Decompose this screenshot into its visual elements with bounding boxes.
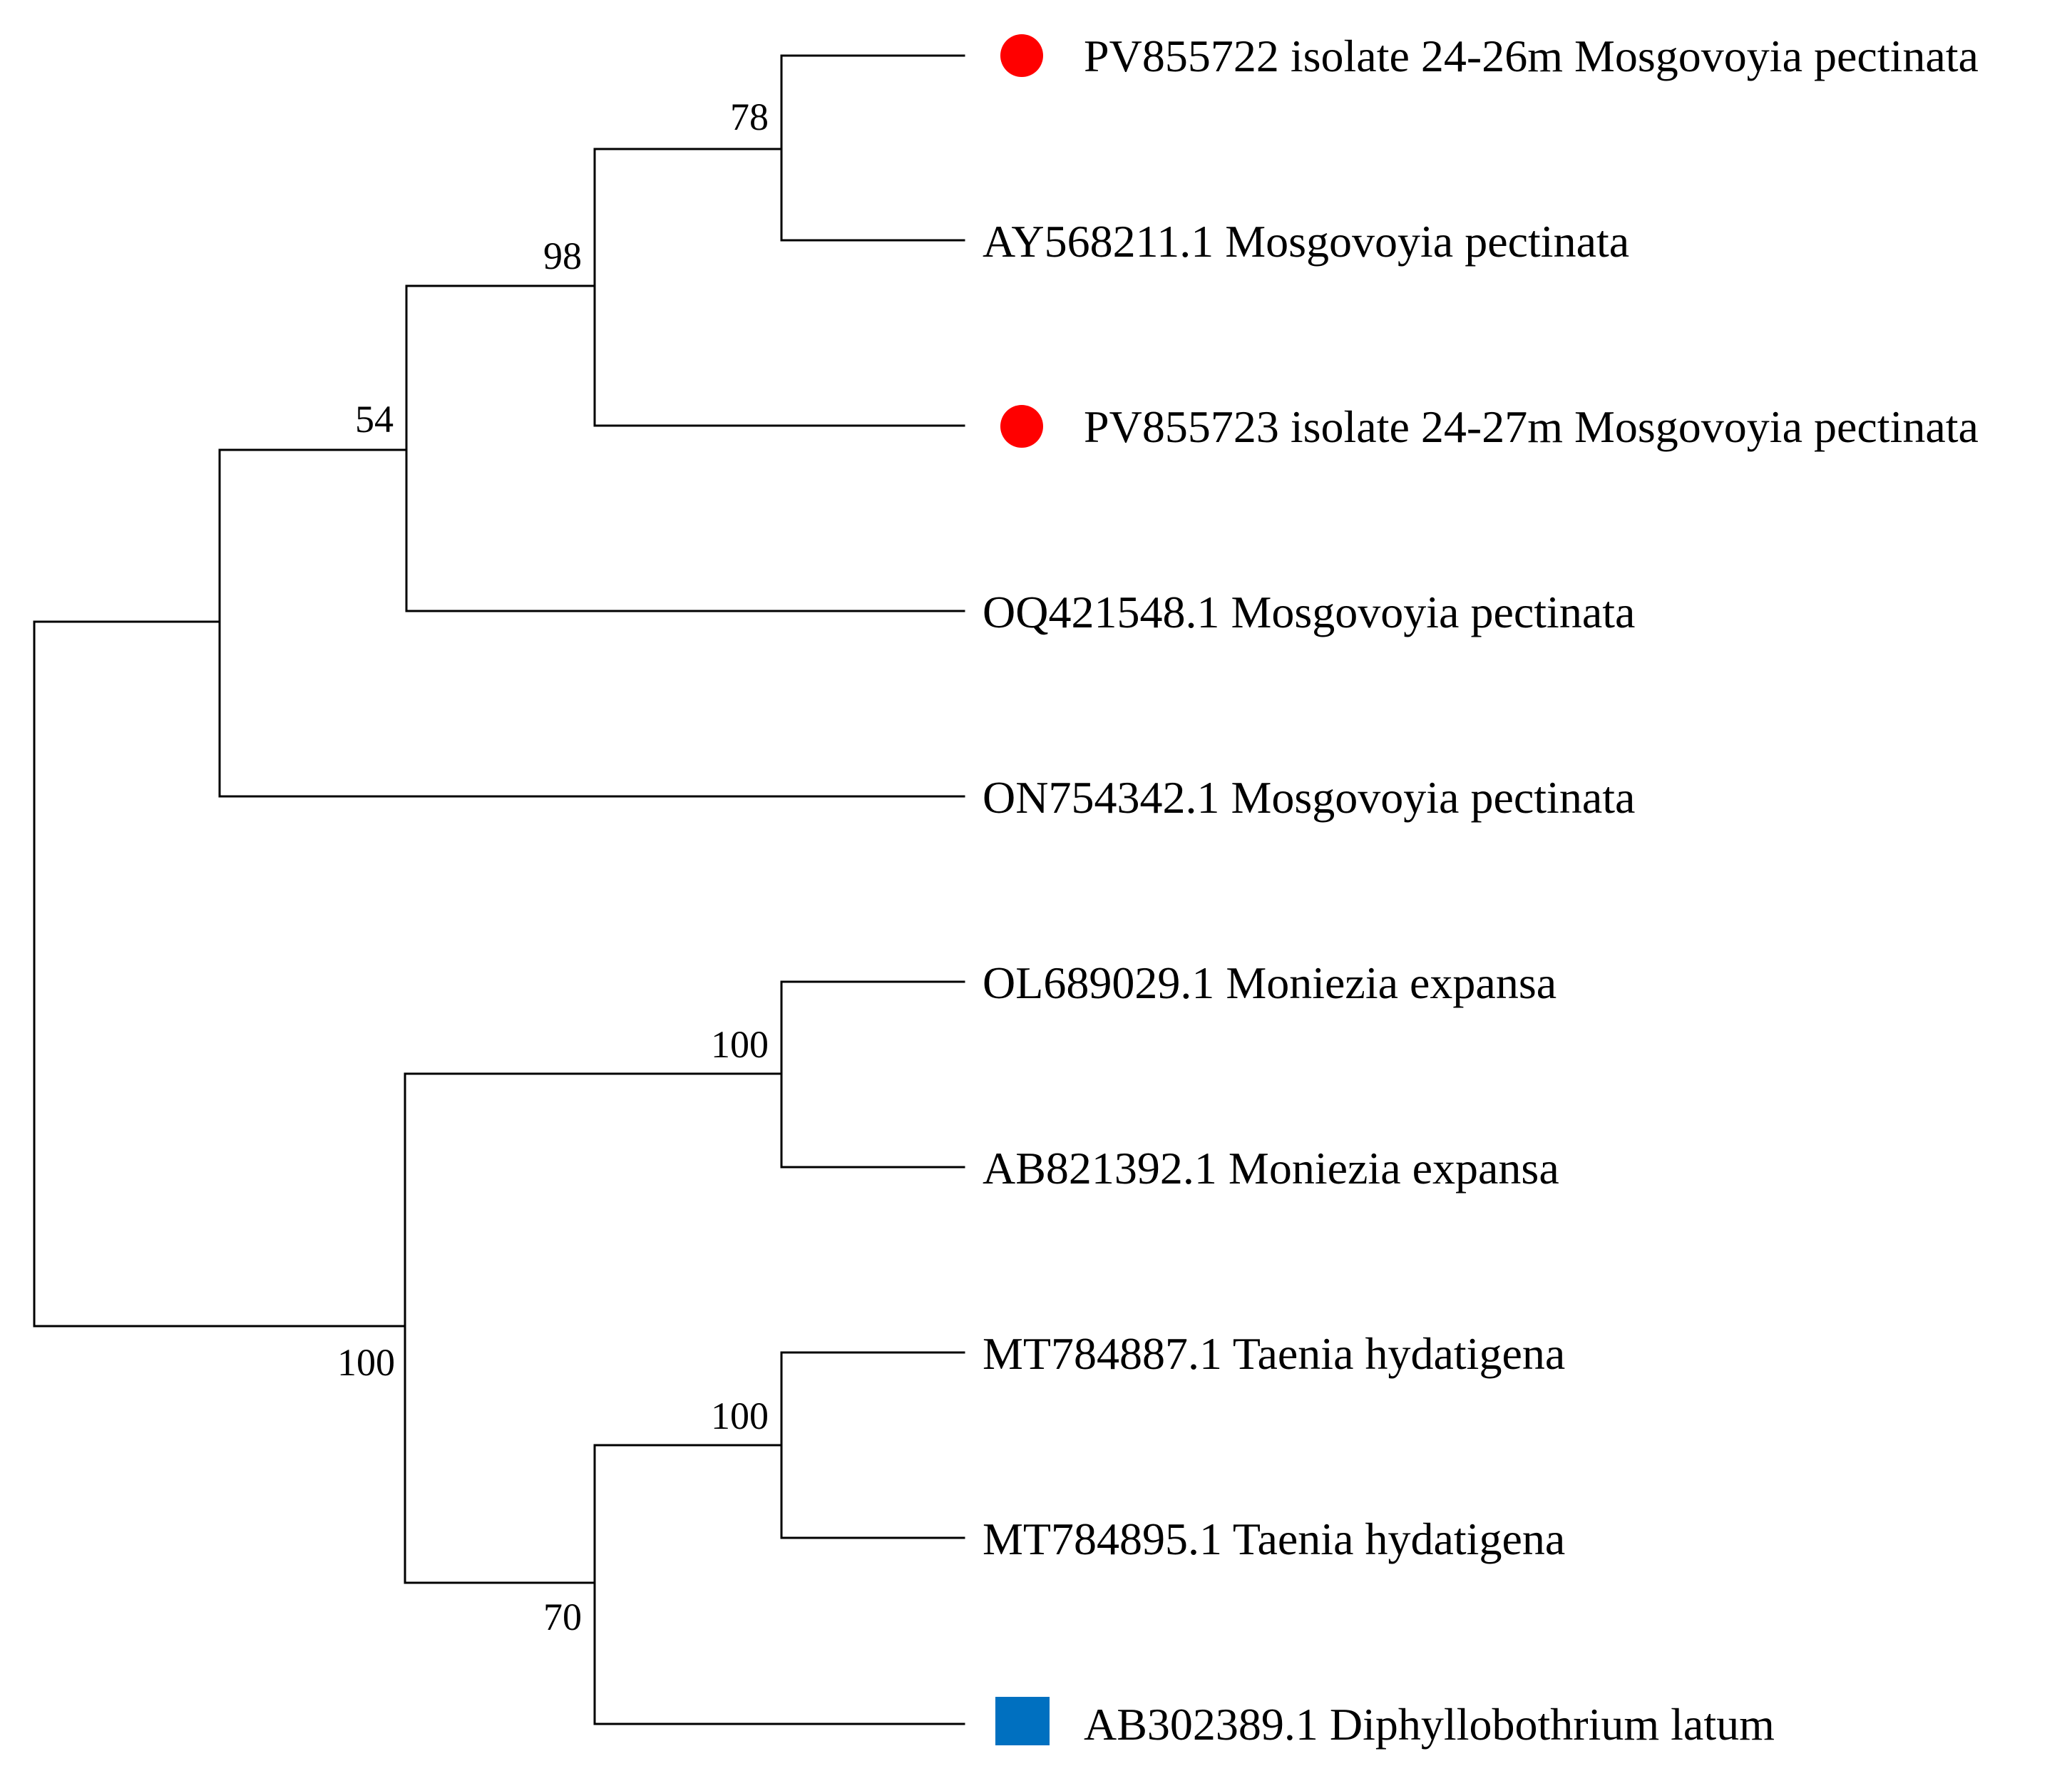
branch-node-f xyxy=(780,980,965,1169)
taxon-label: OQ421548.1 Mosgovoyia pectinata xyxy=(983,587,1635,637)
tree-branches xyxy=(33,54,965,1725)
taxon-label: AB821392.1 Moniezia expansa xyxy=(983,1143,1559,1193)
red-circle-marker xyxy=(1000,34,1043,77)
support-value: 100 xyxy=(711,1395,769,1437)
branch-node-g xyxy=(593,1444,965,1725)
branch-node-c xyxy=(593,148,965,427)
taxon-label: ON754342.1 Mosgovoyia pectinata xyxy=(983,772,1635,823)
support-value: 100 xyxy=(711,1023,769,1066)
taxon-label: AB302389.1 Diphyllobothrium latum xyxy=(1084,1699,1775,1750)
taxon-label: AY568211.1 Mosgovoyia pectinata xyxy=(983,216,1629,267)
branch-node-d xyxy=(780,54,965,242)
tip-markers xyxy=(995,34,1050,1745)
taxon-label: PV855723 isolate 24-27m Mosgovoyia pecti… xyxy=(1084,401,1979,452)
taxon-labels: PV855722 isolate 24-26m Mosgovoyia pecti… xyxy=(983,31,1979,1750)
support-values: 78 98 54 100 100 100 70 xyxy=(337,96,769,1638)
support-value: 100 xyxy=(337,1341,395,1384)
blue-square-marker xyxy=(995,1697,1050,1745)
branch-node-e xyxy=(404,1072,783,1584)
branch-node-b xyxy=(405,284,965,612)
branch-root xyxy=(33,620,406,1328)
red-circle-marker xyxy=(1000,405,1043,448)
branch-node-a xyxy=(218,448,965,798)
support-value: 54 xyxy=(355,398,394,441)
support-value: 78 xyxy=(730,96,769,138)
taxon-label: OL689029.1 Moniezia expansa xyxy=(983,958,1556,1008)
support-value: 70 xyxy=(543,1596,582,1638)
taxon-label: MT784895.1 Taenia hydatigena xyxy=(983,1514,1565,1564)
taxon-label: PV855722 isolate 24-26m Mosgovoyia pecti… xyxy=(1084,31,1979,81)
support-value: 98 xyxy=(543,235,582,277)
branch-node-h xyxy=(780,1351,965,1539)
taxon-label: MT784887.1 Taenia hydatigena xyxy=(983,1328,1565,1379)
